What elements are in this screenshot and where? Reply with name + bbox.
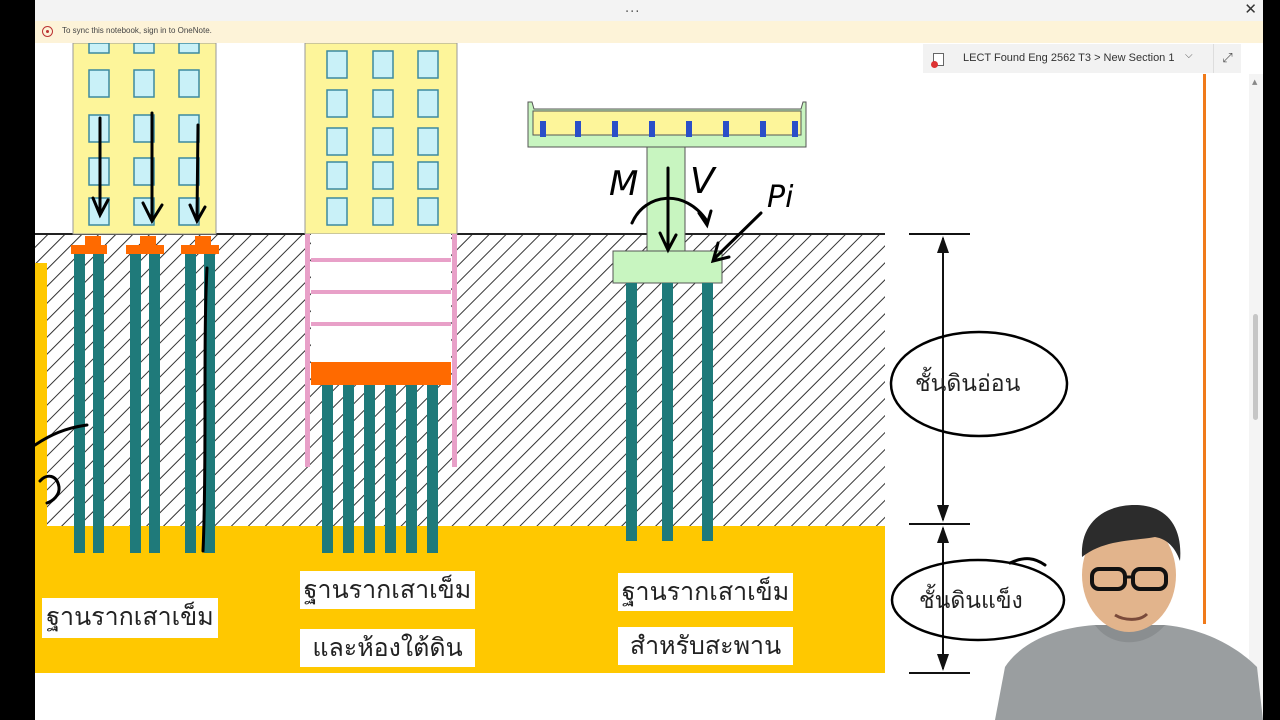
label-pile-foundation: ฐานรากเสาเข็ม	[42, 598, 218, 638]
soft-soil-hatch	[35, 234, 885, 526]
vertical-scrollbar[interactable]: ▲	[1249, 74, 1263, 720]
close-icon[interactable]: ✕	[1244, 0, 1257, 18]
pile-force-label: Pi	[767, 180, 794, 215]
notebook-icon	[933, 53, 944, 66]
onenote-window: ... ✕ To sync this notebook, sign in to …	[35, 0, 1263, 720]
sync-error-badge-icon	[931, 61, 938, 68]
layer-dimension-lines	[909, 233, 970, 674]
sync-notification-bar: To sync this notebook, sign in to OneNot…	[35, 21, 1263, 43]
scroll-thumb[interactable]	[1253, 314, 1258, 420]
basement	[305, 234, 457, 553]
shear-label: V	[690, 161, 717, 202]
notebook-breadcrumb[interactable]: LECT Found Eng 2562 T3 > New Section 1 ⌵	[923, 44, 1213, 73]
label-hard-soil: ชั้นดินแข็ง	[919, 588, 1023, 614]
label-pile-basement-line2: และห้องใต้ดิน	[300, 629, 475, 667]
moment-label: M	[609, 164, 638, 204]
hard-soil-left-strip	[35, 263, 47, 526]
label-pile-basement-line1: ฐานรากเสาเข็ม	[300, 571, 475, 609]
breadcrumb-text[interactable]: LECT Found Eng 2562 T3 > New Section 1	[963, 52, 1175, 64]
building-1	[72, 42, 217, 235]
webcam-overlay	[975, 497, 1263, 720]
building-2	[304, 42, 458, 235]
page-canvas[interactable]: M V Pi ฐานรากเสาเข็ม ฐานรากเสาเข็ม และห้…	[35, 42, 1263, 720]
sync-warning-icon	[42, 26, 53, 37]
label-soft-soil: ชั้นดินอ่อน	[915, 371, 1021, 397]
title-bar: ... ✕	[35, 0, 1263, 21]
label-pile-bridge-line1: ฐานรากเสาเข็ม	[618, 573, 793, 611]
scroll-up-icon[interactable]: ▲	[1252, 78, 1258, 86]
page-margin-line	[1203, 74, 1206, 624]
label-pile-bridge-line2: สำหรับสะพาน	[618, 627, 793, 665]
sync-message[interactable]: To sync this notebook, sign in to OneNot…	[62, 26, 212, 35]
bridge	[527, 101, 807, 541]
handwriting-annotations	[35, 111, 1069, 642]
chevron-down-icon[interactable]: ⌵	[1185, 50, 1193, 61]
expand-icon[interactable]: ⤢	[1213, 44, 1241, 73]
building-1-piles	[71, 236, 219, 553]
more-options-icon[interactable]: ...	[625, 1, 641, 16]
